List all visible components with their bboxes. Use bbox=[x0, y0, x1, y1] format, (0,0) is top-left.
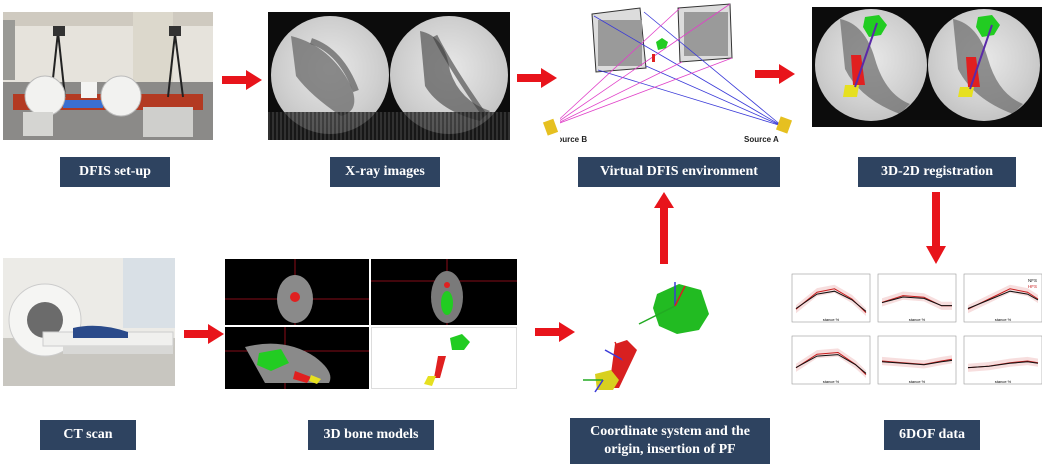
arrow-right-icon bbox=[517, 68, 557, 88]
dof-plot: stance % bbox=[963, 273, 1042, 323]
dof-plots-panel: stance % stance % stance % stance % stance %… bbox=[784, 270, 1042, 390]
coordinate-system-label-line1: Coordinate system and the bbox=[590, 424, 750, 439]
dof-plot-xlabel: stance % bbox=[823, 317, 840, 322]
coordinate-system-diagram bbox=[565, 268, 725, 398]
dof-legend-entry: HFS bbox=[1028, 284, 1037, 289]
source-b-icon bbox=[543, 118, 559, 136]
dof-plot-xlabel: stance % bbox=[823, 379, 840, 384]
dfis-setup-label: DFIS set-up bbox=[60, 157, 170, 187]
dfis-setup-photo bbox=[3, 12, 213, 140]
virtual-dfis-diagram: Source B Source A bbox=[560, 0, 800, 150]
coordinate-system-label: Coordinate system and the origin, insert… bbox=[570, 418, 770, 464]
arrow-down-icon bbox=[926, 192, 946, 264]
arrow-up-icon bbox=[654, 192, 674, 264]
dof-plot: stance % bbox=[791, 273, 871, 323]
ct-scan-label: CT scan bbox=[40, 420, 136, 450]
bone-models-label: 3D bone models bbox=[308, 420, 434, 450]
dof-plot-xlabel: stance % bbox=[995, 379, 1012, 384]
dof-legend-entry: NFS bbox=[1028, 278, 1037, 283]
dof-plot-xlabel: stance % bbox=[909, 317, 926, 322]
coordinate-system-label-line2: origin, insertion of PF bbox=[604, 442, 736, 457]
dof-plot: stance % bbox=[877, 273, 957, 323]
dof-plot: stance % bbox=[791, 335, 871, 385]
source-a-label: Source A bbox=[744, 135, 779, 144]
virtual-env-label: Virtual DFIS environment bbox=[578, 157, 780, 187]
ct-scan-photo bbox=[3, 258, 175, 386]
arrow-right-icon bbox=[755, 64, 795, 84]
registration-panel bbox=[812, 7, 1042, 127]
arrow-right-icon bbox=[222, 70, 262, 90]
dof-plot-xlabel: stance % bbox=[909, 379, 926, 384]
xray-images-panel bbox=[268, 12, 510, 140]
dof-plot-xlabel: stance % bbox=[995, 317, 1012, 322]
xray-images-label: X-ray images bbox=[330, 157, 440, 187]
dof-data-label: 6DOF data bbox=[884, 420, 980, 450]
arrow-right-icon bbox=[184, 324, 224, 344]
registration-label: 3D-2D registration bbox=[858, 157, 1016, 187]
bone-models-panel bbox=[225, 259, 517, 389]
source-b-label: Source B bbox=[560, 135, 588, 144]
dof-plot: stance % bbox=[877, 335, 957, 385]
arrow-right-icon bbox=[535, 322, 575, 342]
dof-plot: stance % bbox=[963, 335, 1042, 385]
